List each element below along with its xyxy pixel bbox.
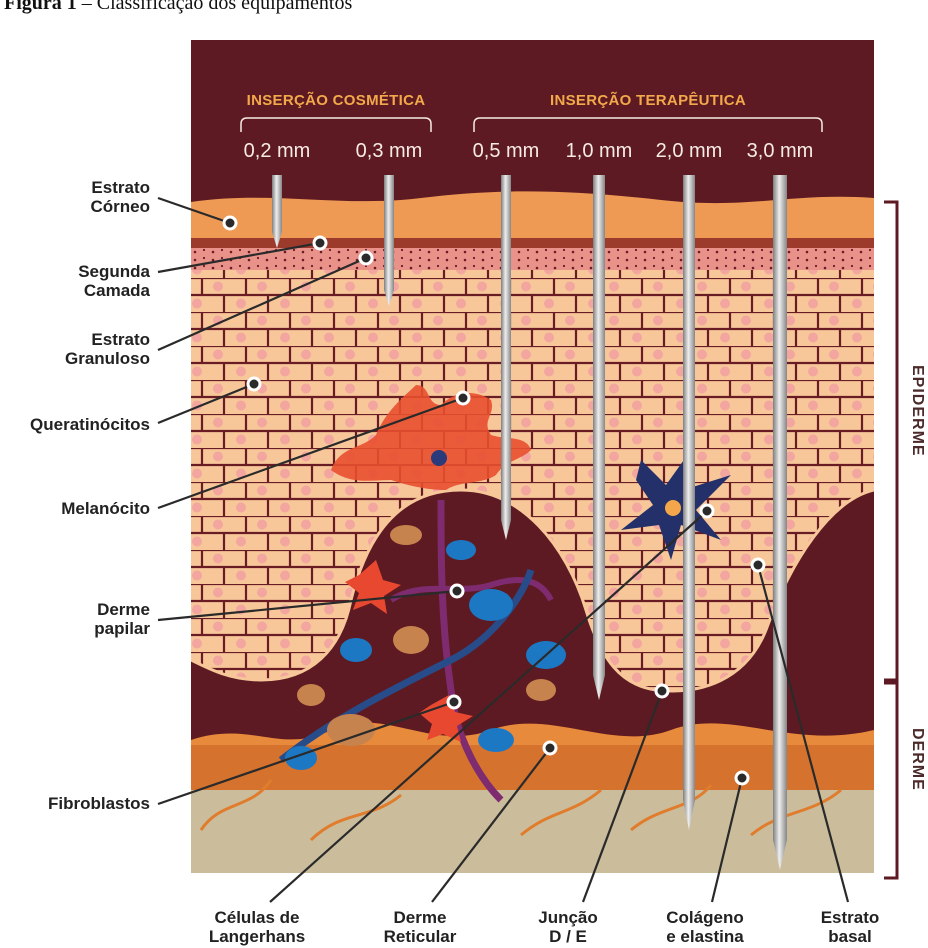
- label-stratum-basale: Estratobasal: [821, 908, 880, 946]
- dermis-bracket: [884, 683, 897, 878]
- label-langerhans-cells: Células deLangerhans: [209, 908, 305, 946]
- label-dermo-epidermal-junction: JunçãoD / E: [538, 908, 598, 946]
- label-reticular-dermis: DermeReticular: [384, 908, 457, 946]
- label-melanocyte: Melanócito: [61, 499, 150, 518]
- label-epidermis: EPIDERME: [908, 365, 926, 457]
- label-second-layer: SegundaCamada: [78, 262, 150, 300]
- label-dermis: DERME: [908, 728, 926, 791]
- label-fibroblasts: Fibroblastos: [48, 794, 150, 813]
- label-stratum-corneum: EstratoCórneo: [91, 178, 151, 216]
- label-collagen-elastin: Colágenoe elastina: [666, 908, 744, 946]
- label-keratinocytes: Queratinócitos: [30, 415, 150, 434]
- label-stratum-granulosum: EstratoGranuloso: [65, 330, 150, 368]
- epidermis-bracket: [884, 202, 897, 680]
- label-papillary-dermis: Dermepapilar: [94, 600, 150, 638]
